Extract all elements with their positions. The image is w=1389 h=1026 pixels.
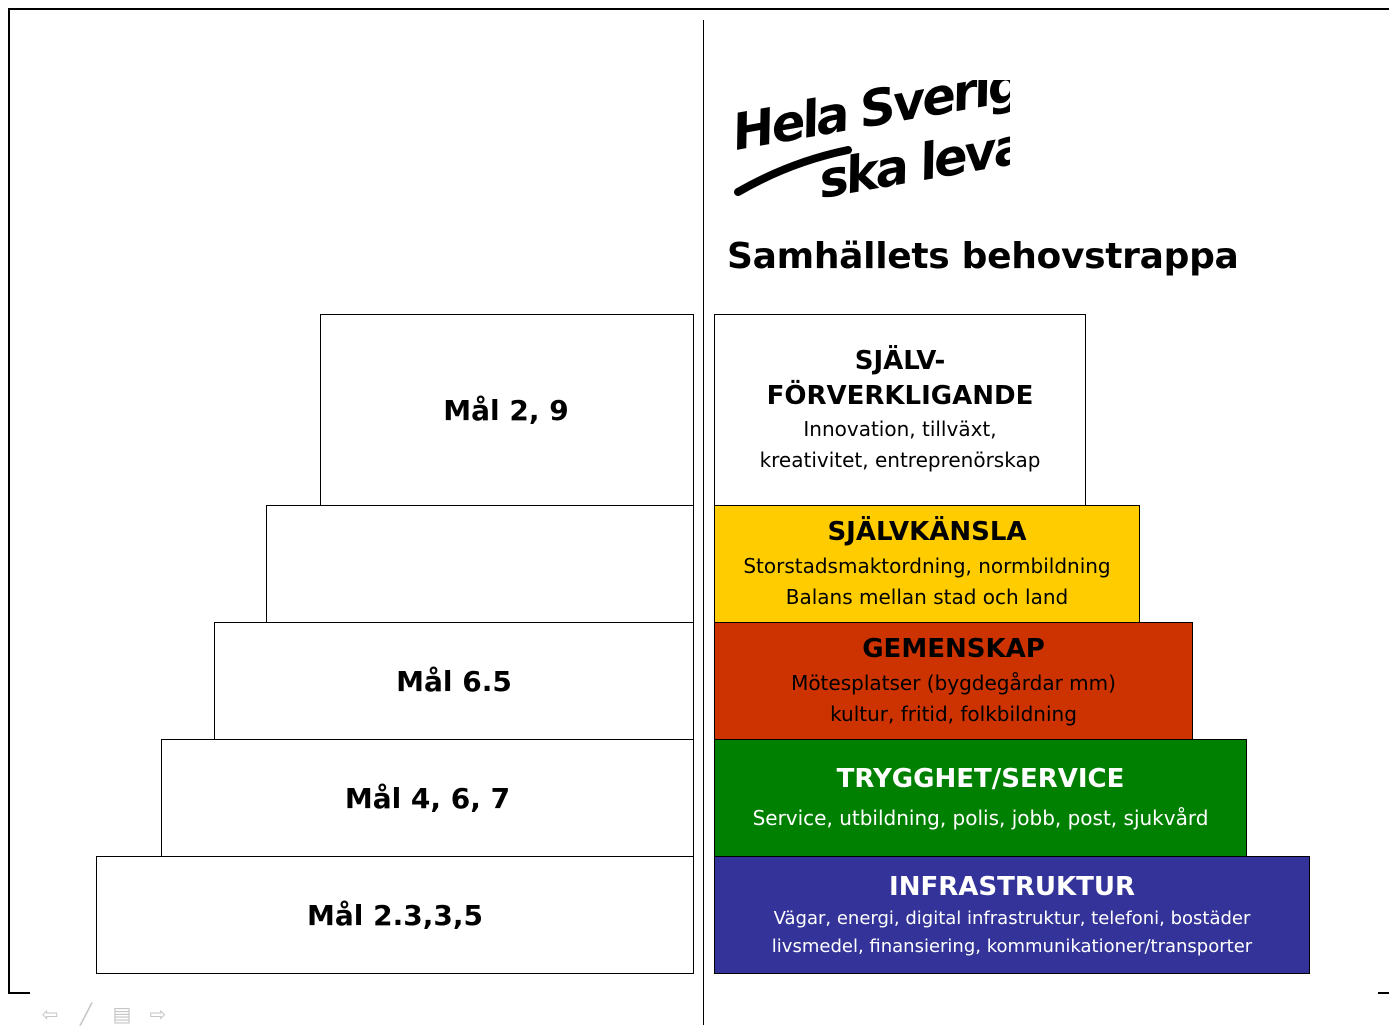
goal-box-2 <box>266 505 694 623</box>
slide-frame-bottom-right <box>1378 992 1389 994</box>
step-desc-line: kreativitet, entreprenörskap <box>759 448 1041 473</box>
slide-frame-bottom-left <box>8 992 30 994</box>
step-title-line: FÖRVERKLIGANDE <box>766 381 1034 411</box>
step-title-line: SJÄLVKÄNSLA <box>827 517 1027 548</box>
step-title-line: SJÄLV- <box>854 345 946 376</box>
slide-nav: ⇦ ╱ ▤ ⇨ <box>38 1002 170 1026</box>
slide-frame-top <box>8 8 1389 10</box>
step-title-line: INFRASTRUKTUR <box>889 871 1135 902</box>
menu-icon[interactable]: ▤ <box>112 1002 132 1026</box>
goal-label: Mål 4, 6, 7 <box>344 781 511 815</box>
step-security-service: TRYGGHET/SERVICE Service, utbildning, po… <box>714 739 1247 857</box>
goal-box-1: Mål 2, 9 <box>320 314 694 506</box>
center-divider <box>703 20 704 1025</box>
step-desc-line: Balans mellan stad och land <box>785 584 1069 609</box>
goal-label: Mål 2, 9 <box>443 393 569 427</box>
hela-sverige-logo: Hela Sverige ska leva! <box>730 80 1010 210</box>
arrow-right-icon[interactable]: ⇨ <box>149 1002 167 1026</box>
step-title-line: TRYGGHET/SERVICE <box>836 763 1125 794</box>
step-desc-line: livsmedel, finansiering, kommunikationer… <box>771 935 1253 957</box>
goal-box-3: Mål 6.5 <box>214 622 694 740</box>
step-self-esteem: SJÄLVKÄNSLA Storstadsmaktordning, normbi… <box>714 505 1140 623</box>
step-self-actualization: SJÄLV- FÖRVERKLIGANDE Innovation, tillvä… <box>714 314 1086 506</box>
goal-label: Mål 6.5 <box>396 664 512 698</box>
pen-icon[interactable]: ╱ <box>79 1002 93 1026</box>
step-desc-line: Storstadsmaktordning, normbildning <box>743 553 1111 578</box>
step-community: GEMENSKAP Mötesplatser (bygdegårdar mm) … <box>714 622 1193 740</box>
goal-label: Mål 2.3,3,5 <box>307 898 483 932</box>
step-desc-line: Innovation, tillväxt, <box>803 417 997 442</box>
step-desc-line: Mötesplatser (bygdegårdar mm) <box>791 670 1116 695</box>
goal-box-5: Mål 2.3,3,5 <box>96 856 694 974</box>
step-desc-line: Vägar, energi, digital infrastruktur, te… <box>773 907 1251 929</box>
goal-box-4: Mål 4, 6, 7 <box>161 739 694 857</box>
step-desc-line: Service, utbildning, polis, jobb, post, … <box>752 806 1209 831</box>
step-title-line: GEMENSKAP <box>862 634 1045 665</box>
step-desc-line: kultur, fritid, folkbildning <box>830 701 1077 726</box>
page-title: Samhällets behovstrappa <box>727 236 1239 277</box>
slide-frame-left <box>8 8 10 993</box>
arrow-left-icon[interactable]: ⇦ <box>41 1002 59 1026</box>
step-infrastructure: INFRASTRUKTUR Vägar, energi, digital inf… <box>714 856 1310 974</box>
